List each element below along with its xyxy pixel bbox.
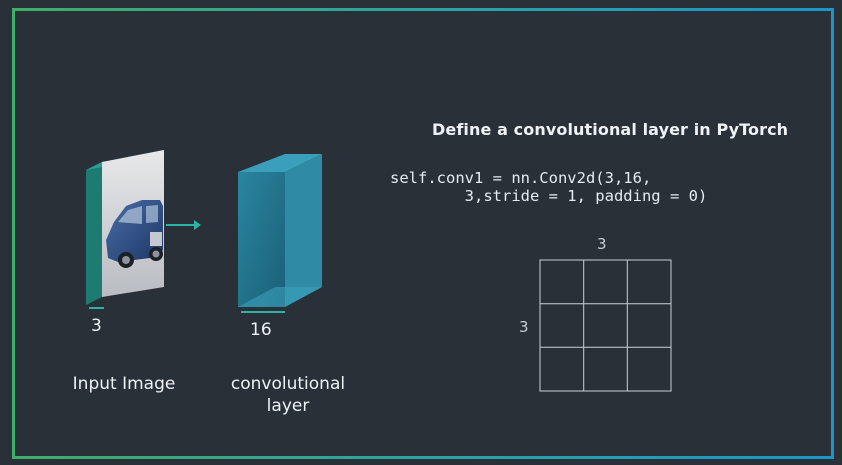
conv-depth-label: 16 [250, 320, 272, 340]
conv-layer-side [285, 154, 322, 307]
conv-layer-top [238, 154, 322, 172]
arrow-right-icon [166, 220, 201, 230]
slide-heading: Define a convolutional layer in PyTorch [432, 120, 789, 139]
code-line-1: self.conv1 = nn.Conv2d(3,16, [390, 169, 652, 187]
input-image-side [86, 162, 102, 305]
conv-caption-line-1: convolutional [230, 374, 346, 394]
conv-layer-block [238, 154, 322, 313]
code-line-2: 3,stride = 1, padding = 0) [390, 187, 708, 205]
conv-caption-line-2: layer [266, 396, 310, 416]
input-depth-label: 3 [91, 316, 102, 336]
car-photo [102, 150, 164, 297]
input-image-caption: Input Image [72, 374, 176, 394]
input-image-block [86, 150, 164, 309]
conv-layer-caption: convolutional layer [218, 373, 358, 417]
kernel-height-label: 3 [519, 318, 529, 336]
code-snippet: self.conv1 = nn.Conv2d(3,16, 3,stride = … [390, 169, 707, 205]
kernel-grid [539, 259, 672, 392]
conv-layer-front [238, 172, 285, 307]
kernel-width-label: 3 [597, 235, 607, 253]
